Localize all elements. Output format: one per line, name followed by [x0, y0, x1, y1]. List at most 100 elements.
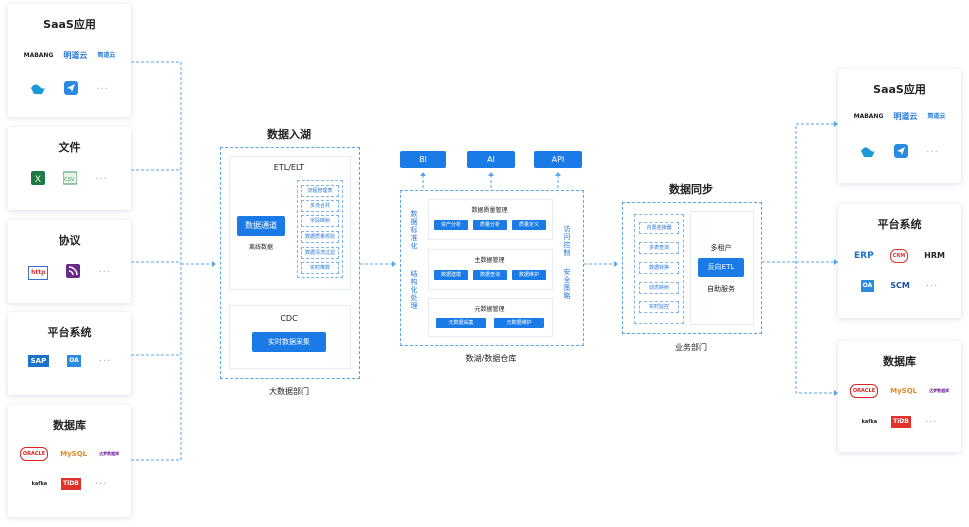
- http-icon: http: [28, 265, 49, 280]
- tidb-logo: TiDB: [61, 478, 81, 490]
- ai-button[interactable]: AI: [467, 151, 515, 168]
- api-button[interactable]: API: [534, 151, 582, 168]
- mabang-logo: MABANG: [853, 113, 884, 120]
- mingdao-logo: 明道云: [893, 112, 918, 121]
- access-control-label: 访问控制: [563, 225, 571, 257]
- card-title: 文件: [58, 141, 81, 154]
- card-title: 数据库: [53, 419, 86, 432]
- sync-item: 内置连接器: [639, 222, 679, 234]
- section-item[interactable]: 质量分析: [473, 220, 507, 230]
- mysql-logo: MySQL: [60, 450, 88, 458]
- target-card-saas: SaaS应用 MABANG 明道云 简道云 ···: [838, 69, 961, 183]
- oracle-logo: ORACLE: [849, 384, 879, 398]
- structure-label: 结构化处理: [410, 270, 418, 310]
- sync-item: 多表查询: [639, 242, 679, 254]
- lake-caption: 数湖/数据仓库: [465, 354, 517, 363]
- quality-section: [428, 199, 553, 240]
- erp-logo: ERP: [853, 251, 874, 261]
- sync-items-group: [634, 214, 684, 324]
- section-item[interactable]: 资产分析: [434, 220, 468, 230]
- more-icon: ···: [925, 280, 939, 292]
- multi-tenant-label: 多租户: [710, 244, 732, 252]
- lake-panel: [400, 190, 584, 346]
- etl-items-group: [297, 180, 343, 278]
- card-title: 数据库: [883, 355, 916, 368]
- business-dept-label: 业务部门: [675, 343, 707, 352]
- card-title: SaaS应用: [873, 83, 926, 96]
- security-label: 安全策略: [563, 268, 571, 300]
- section-item[interactable]: 数据维护: [512, 270, 546, 280]
- cdc-title: CDC: [280, 314, 298, 323]
- more-icon: ···: [95, 174, 108, 185]
- card-title: SaaS应用: [43, 18, 96, 31]
- offline-data-label: 离线数据: [248, 244, 273, 251]
- more-icon: ···: [924, 416, 938, 428]
- ingest-title: 数据入湖: [267, 128, 311, 141]
- more-icon: ···: [98, 355, 112, 367]
- rss-icon: [66, 263, 81, 282]
- section-item[interactable]: 数据查询: [473, 270, 507, 280]
- metadata-section: [428, 298, 553, 337]
- section-item[interactable]: 质量定义: [512, 220, 546, 230]
- paper-plane-icon: [894, 143, 909, 162]
- etl-item: 数据清洗过滤: [301, 247, 339, 259]
- kafka-logo: kafka: [31, 481, 48, 487]
- card-title: 平台系统: [47, 326, 92, 339]
- paper-plane-icon: [64, 80, 79, 99]
- more-icon: ···: [94, 478, 108, 490]
- kafka-logo: kafka: [861, 419, 878, 425]
- tidb-logo: TiDB: [891, 416, 911, 428]
- etl-item: 数据质量校验: [301, 231, 339, 243]
- excel-icon: X: [31, 170, 46, 189]
- section-title: 主数据管理: [474, 257, 505, 264]
- dameng-logo: 达梦数据库: [99, 451, 120, 456]
- dameng-logo: 达梦数据库: [929, 388, 950, 393]
- svg-text:CSV: CSV: [64, 177, 75, 183]
- section-item[interactable]: 数据建模: [434, 270, 468, 280]
- mysql-logo: MySQL: [890, 387, 918, 395]
- master-data-section: [428, 249, 553, 290]
- oa-icon: OA: [860, 280, 875, 292]
- source-card-platform: 平台系统 SAP OA ···: [8, 312, 131, 395]
- etl-item: 多流合并: [301, 200, 339, 212]
- section-item[interactable]: 元数据采集: [436, 318, 486, 328]
- realtime-capture-button[interactable]: 实时数据采集: [252, 332, 326, 352]
- bi-button[interactable]: BI: [400, 151, 446, 168]
- mabang-logo: MABANG: [23, 52, 54, 59]
- source-card-saas: SaaS应用 MABANG 明道云 简道云 ···: [8, 4, 131, 117]
- sync-item: 实时监控: [639, 301, 679, 313]
- sync-item: 数据转换: [639, 262, 679, 274]
- sync-panel: [622, 202, 762, 334]
- source-card-files: 文件 X CSV ···: [8, 127, 131, 210]
- ingest-panel: [220, 147, 360, 379]
- mingdao-logo: 明道云: [63, 51, 88, 60]
- section-item[interactable]: 元数据维护: [494, 318, 544, 328]
- target-card-database: 数据库 ORACLE MySQL 达梦数据库 kafka TiDB ···: [838, 341, 961, 452]
- section-title: 元数据管理: [474, 306, 505, 313]
- blue-wave-icon: [860, 143, 876, 162]
- crm-logo: CRM: [889, 249, 909, 263]
- jiandao-logo: 简道云: [97, 52, 116, 59]
- etl-title: ETL/ELT: [273, 163, 305, 172]
- more-icon: ···: [926, 147, 939, 158]
- self-service-label: 自助服务: [707, 285, 735, 293]
- etl-item: 实时推数: [301, 262, 339, 274]
- reverse-etl-button[interactable]: 反向ETL: [698, 258, 744, 277]
- blue-wave-icon: [30, 80, 46, 99]
- jiandao-logo: 简道云: [927, 113, 946, 120]
- data-channel-button[interactable]: 数据通道: [237, 216, 285, 236]
- more-icon: ···: [96, 84, 109, 95]
- sync-title: 数据同步: [669, 183, 713, 196]
- csv-icon: CSV: [62, 170, 78, 189]
- section-title: 数据质量管理: [471, 207, 508, 214]
- target-card-platform: 平台系统 ERP CRM HRM OA SCM ···: [838, 204, 961, 318]
- bigdata-dept-label: 大数据部门: [269, 387, 309, 396]
- sync-item: 动态映射: [639, 282, 679, 294]
- source-card-database: 数据库 ORACLE MySQL 达梦数据库 kafka TiDB ···: [8, 405, 131, 517]
- svg-text:X: X: [35, 174, 41, 184]
- hrm-logo: HRM: [924, 251, 945, 260]
- oa-icon: OA: [67, 355, 81, 367]
- more-icon: ···: [98, 267, 111, 278]
- etl-item: 字段映射: [301, 215, 339, 227]
